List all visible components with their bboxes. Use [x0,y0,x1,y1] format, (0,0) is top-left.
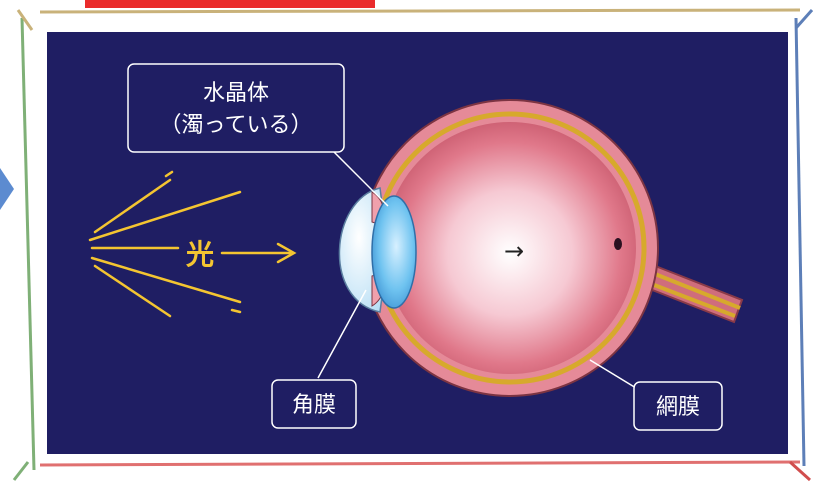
frame-left-line [22,18,34,470]
frame-corner-tl [18,10,32,30]
cornea-label-box: 角膜 [272,380,356,428]
top-tab [85,0,375,8]
frame-corner-bl [14,462,28,480]
light-label: 光 [185,238,214,271]
frame-corner-br [790,462,810,480]
frame-right-line [796,18,804,466]
retina-label: 網膜 [656,395,700,420]
chevron-right-icon [0,168,14,210]
cornea-label: 角膜 [292,393,336,418]
lens-label: 水晶体 [203,81,269,106]
center-arrow-icon: → [504,237,524,265]
lens-label-box: 水晶体 （濁っている） [128,64,344,152]
frame-corner-tr [796,10,812,28]
frame-top-line [40,10,800,12]
lens-note-label: （濁っている） [160,113,313,138]
crystalline-lens [372,196,416,308]
fovea-dot [614,238,622,250]
frame-bottom-line [40,462,800,465]
retina-label-box: 網膜 [634,382,722,430]
